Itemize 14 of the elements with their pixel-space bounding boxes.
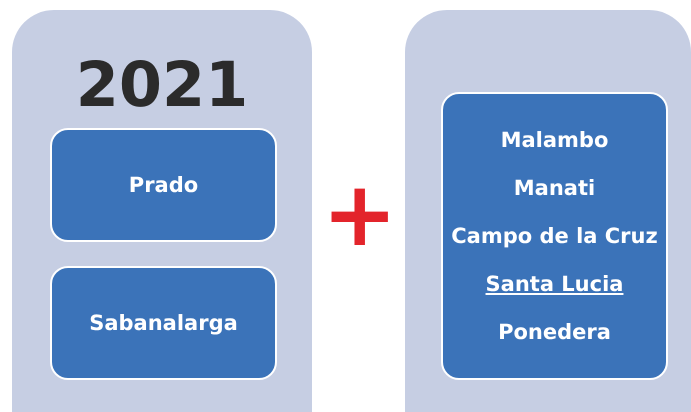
list-box	[441, 92, 668, 380]
list-item: Ponedera	[498, 320, 611, 344]
item-box	[50, 128, 277, 242]
item-box	[50, 266, 277, 380]
group-panel	[12, 10, 312, 412]
list-item: Santa Lucia	[486, 272, 624, 296]
list-item: Manati	[514, 176, 596, 200]
list-item: Malambo	[500, 128, 608, 152]
group-panel	[405, 10, 691, 412]
year-heading: 2021	[74, 48, 250, 121]
item-label: Prado	[128, 173, 198, 197]
item-label: Sabanalarga	[89, 311, 238, 335]
plus-sign: +	[322, 170, 398, 260]
list-item: Campo de la Cruz	[451, 224, 658, 248]
